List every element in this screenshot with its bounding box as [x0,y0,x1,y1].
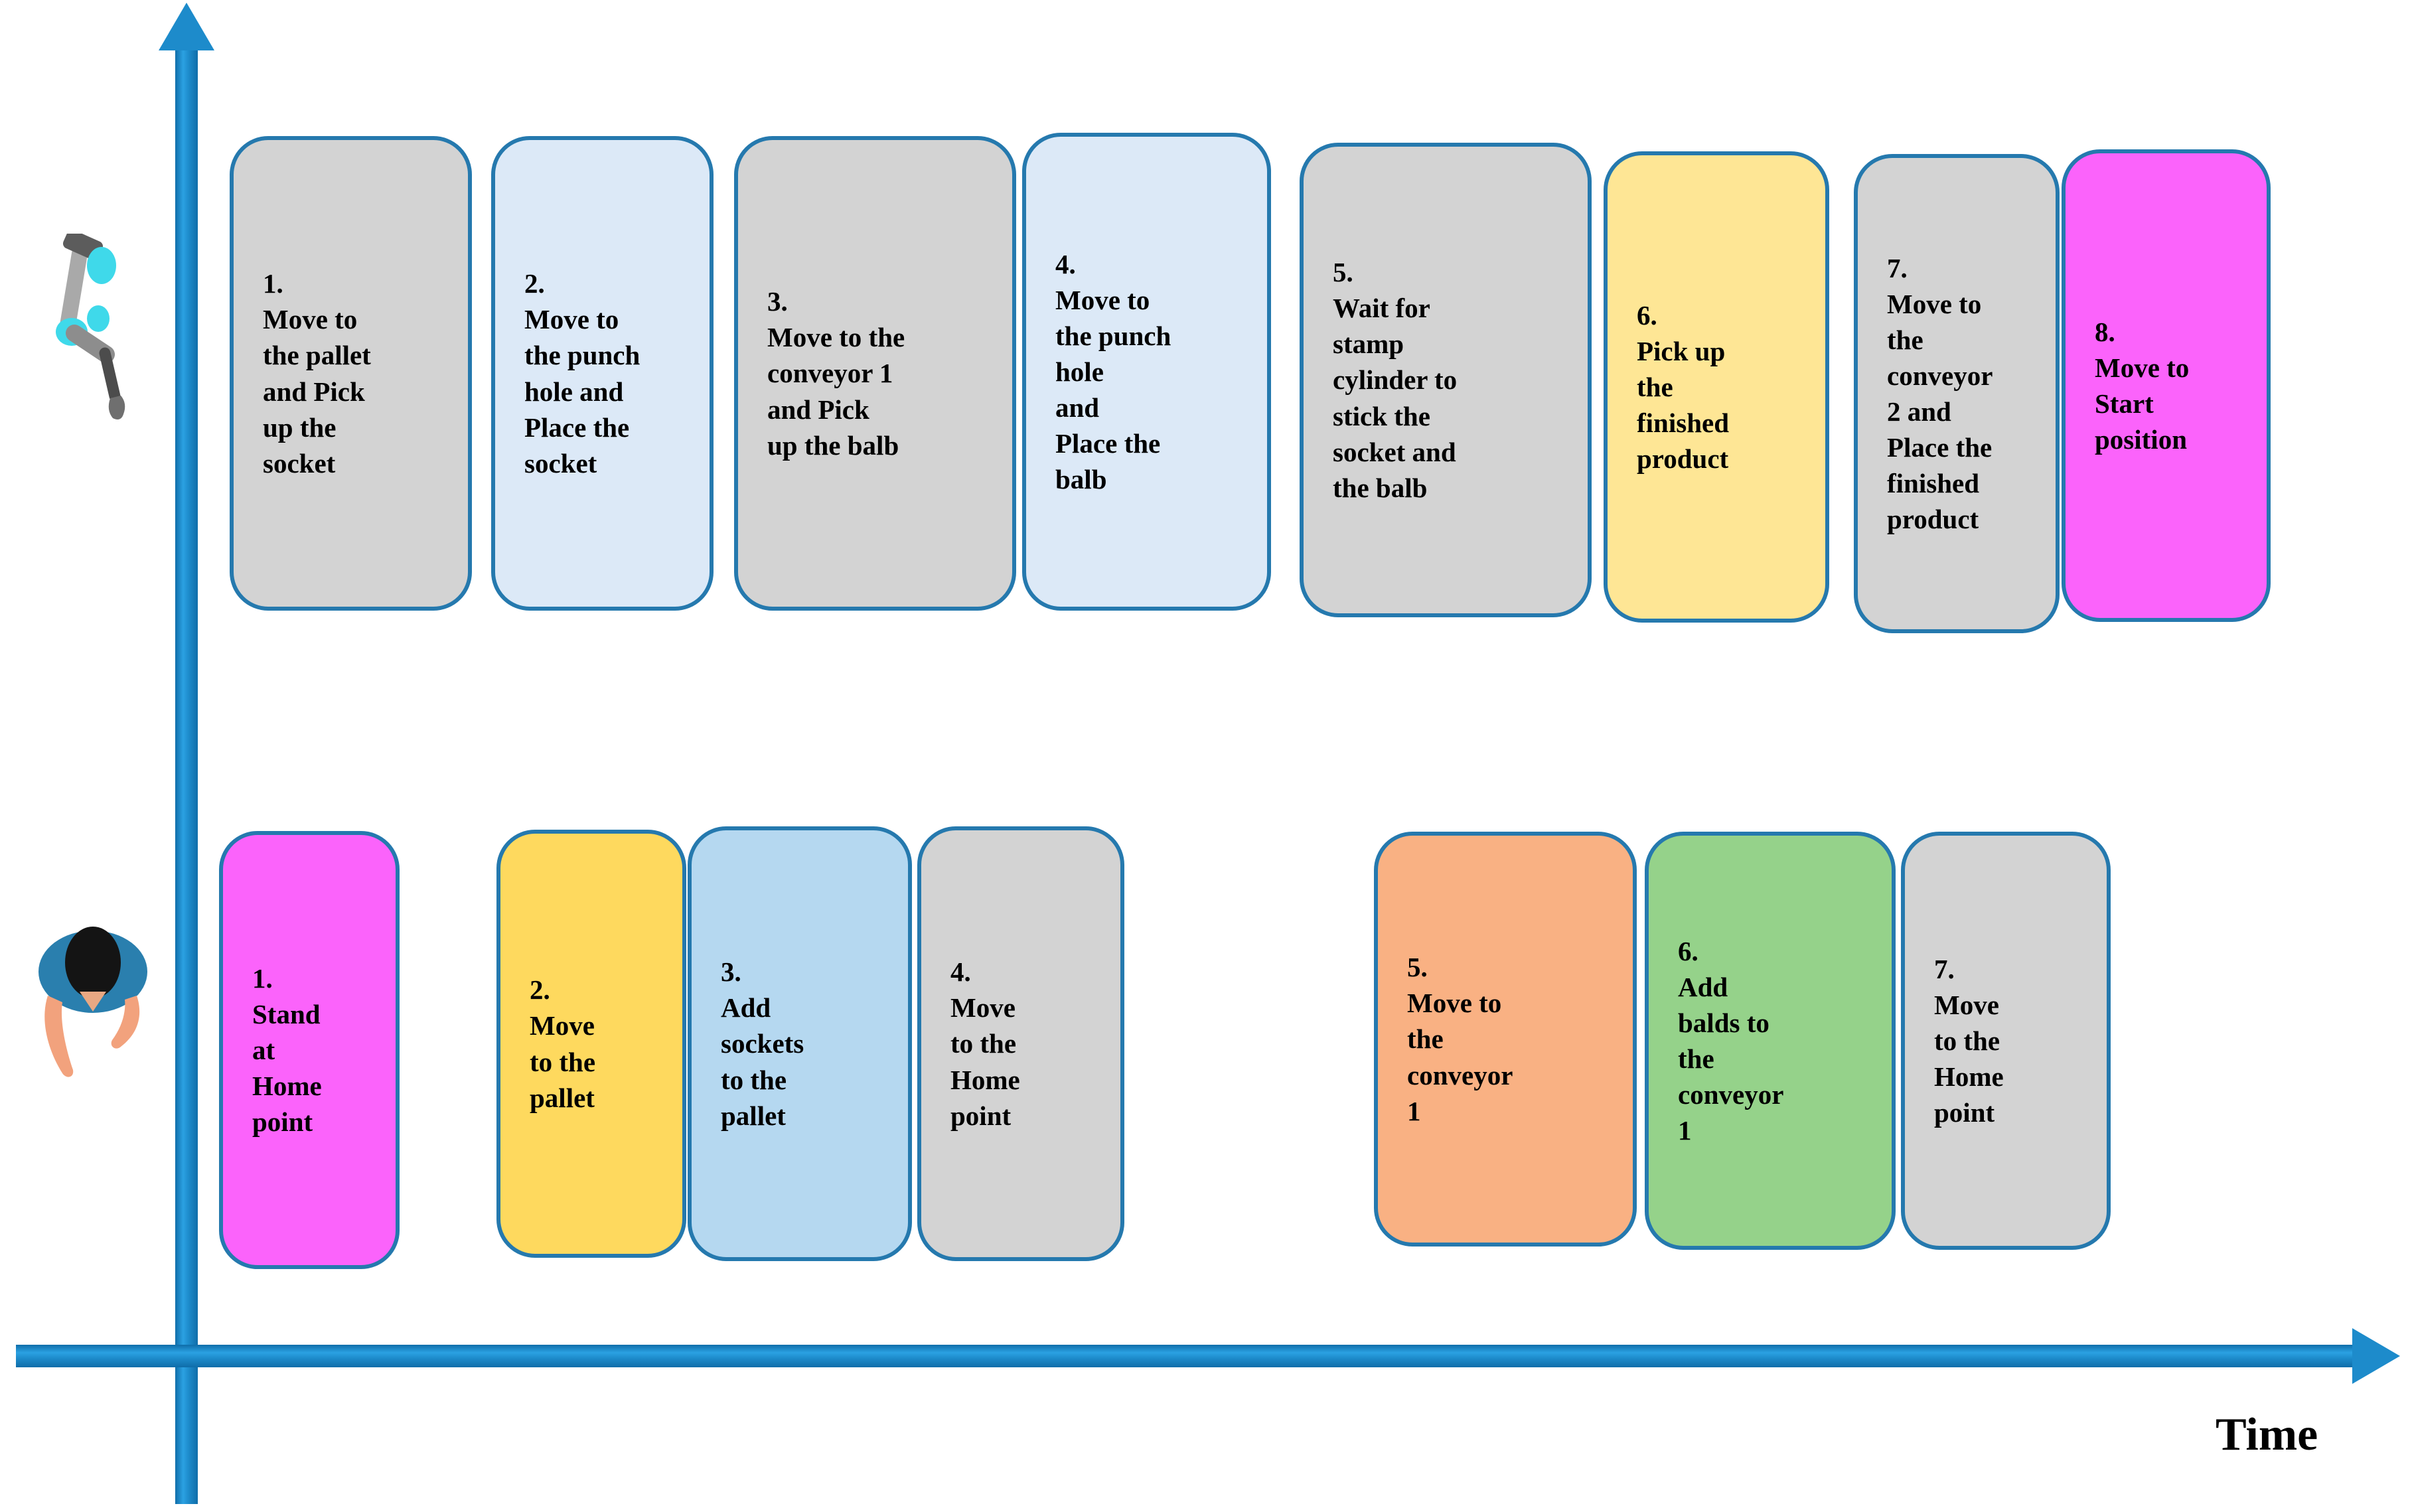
robot-task-6-label: 6. Pick up the finished product [1637,299,1729,475]
robot-task-7: 7. Move to the conveyor 2 and Place the … [1854,154,2060,633]
x-axis-arrowhead [2352,1328,2400,1384]
human-task-4: 4. Move to the Home point [917,826,1124,1261]
robot-arm-icon [56,234,125,419]
human-task-3-label: 3. Add sockets to the pallet [721,956,804,1131]
human-task-7-label: 7. Move to the Home point [1934,953,2004,1128]
human-task-5: 5. Move to the conveyor 1 [1374,832,1637,1247]
human-task-4-label: 4. Move to the Home point [950,956,1020,1131]
human-task-5-label: 5. Move to the conveyor 1 [1407,952,1513,1126]
robot-task-4-label: 4. Move to the punch hole and Place the … [1055,248,1171,495]
robot-task-4: 4. Move to the punch hole and Place the … [1022,133,1271,611]
robot-task-8: 8. Move to Start position [2062,149,2271,622]
human-task-1-label: 1. Stand at Home point [252,962,322,1138]
robot-task-1: 1. Move to the pallet and Pick up the so… [230,136,472,611]
robot-task-6: 6. Pick up the finished product [1604,151,1829,623]
human-task-7: 7. Move to the Home point [1901,832,2111,1250]
human-task-1: 1. Stand at Home point [219,831,400,1269]
time-axis-label: Time [2216,1409,2318,1460]
robot-task-8-label: 8. Move to Start position [2095,316,2190,455]
human-task-6: 6. Add balds to the conveyor 1 [1645,832,1896,1250]
human-task-6-label: 6. Add balds to the conveyor 1 [1678,935,1784,1146]
human-task-2: 2. Move to the pallet [496,830,686,1258]
y-axis [175,38,198,1504]
robot-task-2: 2. Move to the punch hole and Place the … [491,136,714,611]
robot-task-3-label: 3. Move to the conveyor 1 and Pick up th… [767,286,905,461]
x-axis [16,1345,2356,1367]
human-task-2-label: 2. Move to the pallet [530,974,596,1113]
robot-task-5-label: 5. Wait for stamp cylinder to stick the … [1333,257,1458,503]
robot-task-2-label: 2. Move to the punch hole and Place the … [524,268,640,479]
robot-task-3: 3. Move to the conveyor 1 and Pick up th… [734,136,1016,611]
y-axis-arrowhead [159,3,214,50]
human-icon [38,927,147,1077]
robot-task-5: 5. Wait for stamp cylinder to stick the … [1300,143,1592,617]
human-task-3: 3. Add sockets to the pallet [688,826,912,1261]
robot-task-7-label: 7. Move to the conveyor 2 and Place the … [1887,252,1993,535]
robot-task-1-label: 1. Move to the pallet and Pick up the so… [263,268,371,479]
